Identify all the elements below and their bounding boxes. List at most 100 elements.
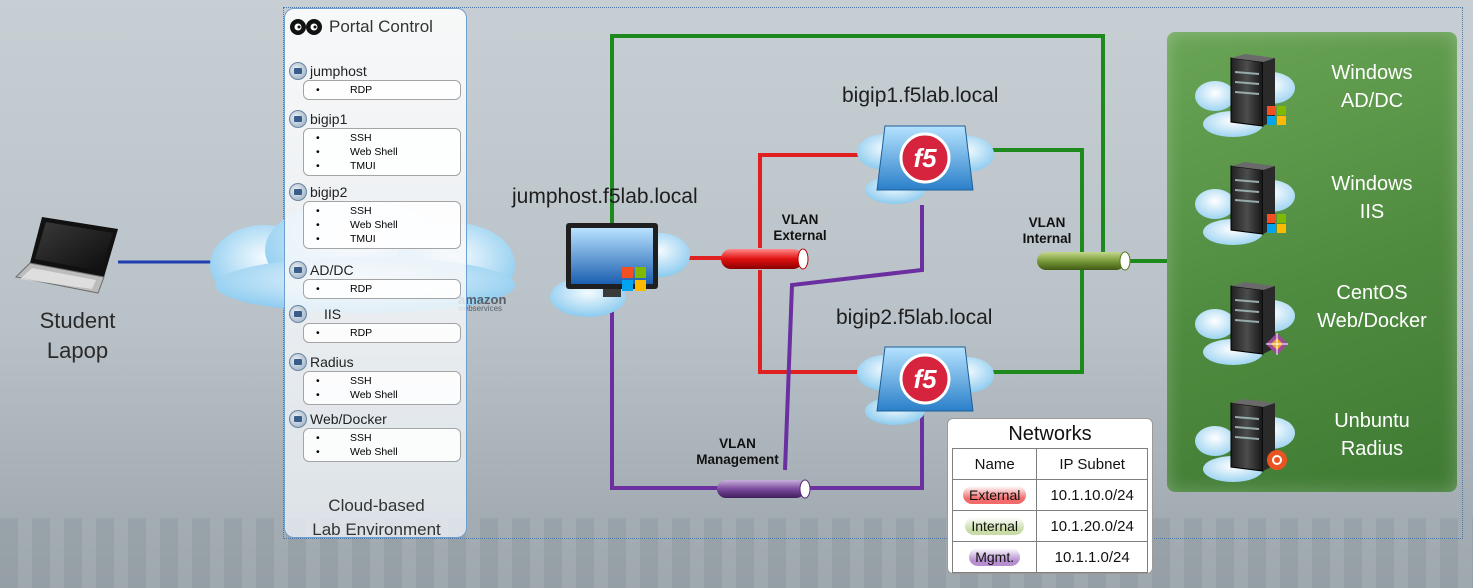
vlan-external-cylinder-icon xyxy=(721,248,809,270)
server-label-line1: CentOS xyxy=(1336,282,1408,304)
portal-service-label: RDP xyxy=(350,84,373,96)
bigip1-f5-icon[interactable]: f5 xyxy=(855,112,995,207)
host-computer-icon xyxy=(289,183,307,201)
portal-service-item[interactable]: •SSH xyxy=(304,131,460,145)
bigip2-f5-mark: f5 xyxy=(913,364,937,394)
portal-service-item[interactable]: • RDP xyxy=(304,83,460,97)
portal-service-label: Web Shell xyxy=(350,446,398,458)
portal-host-header[interactable]: IIS xyxy=(289,305,464,323)
host-computer-icon xyxy=(289,261,307,279)
portal-host-header[interactable]: Web/Docker xyxy=(289,410,464,428)
portal-host-4[interactable]: IIS •RDP xyxy=(289,305,464,343)
portal-service-list: • RDP xyxy=(303,80,461,100)
portal-host-6[interactable]: Web/Docker •SSH• Web Shell xyxy=(289,410,464,462)
link-external-bigips xyxy=(758,153,862,374)
portal-service-label: Web Shell xyxy=(350,389,398,401)
portal-host-name: bigip1 xyxy=(310,111,348,127)
bigip2-label: bigip2.f5lab.local xyxy=(836,306,993,329)
bullet: • xyxy=(316,432,320,444)
bigip1-label: bigip1.f5lab.local xyxy=(842,84,999,107)
bullet: • xyxy=(316,205,320,217)
portal-host-name: AD/DC xyxy=(310,262,354,278)
portal-footer: Cloud-based Lab Environment xyxy=(285,494,468,542)
link-jumphost-internal-green xyxy=(610,34,1105,255)
portal-service-item[interactable]: •SSH xyxy=(304,204,460,218)
centos-logo-icon xyxy=(1266,333,1288,355)
network-subnet-cell: 10.1.10.0/24 xyxy=(1036,479,1148,511)
portal-service-label: SSH xyxy=(350,375,372,387)
aws-logo: amazon webservices xyxy=(458,292,506,313)
portal-host-3[interactable]: AD/DC •RDP xyxy=(289,261,464,299)
windows-logo-icon xyxy=(1267,106,1286,125)
portal-host-1[interactable]: bigip1•SSH•Web Shell•TMUI xyxy=(289,110,464,176)
host-computer-icon xyxy=(289,305,307,323)
portal-service-item[interactable]: • Web Shell xyxy=(304,145,460,159)
bullet: • xyxy=(316,146,320,158)
vlan-management-label: VLAN Management xyxy=(690,436,785,468)
bullet: • xyxy=(316,446,320,458)
portal-service-item[interactable]: •SSH xyxy=(304,431,460,445)
host-computer-icon xyxy=(289,353,307,371)
portal-service-item[interactable]: •RDP xyxy=(304,326,460,340)
portal-service-item[interactable]: •RDP xyxy=(304,282,460,296)
student-line2: Lapop xyxy=(46,338,109,363)
background-rack-stripe xyxy=(0,518,1473,588)
portal-service-item[interactable]: • SSH xyxy=(304,374,460,388)
server-label-line2: AD/DC xyxy=(1340,90,1404,112)
portal-service-item[interactable]: •TMUI xyxy=(304,232,460,246)
host-computer-icon xyxy=(289,62,307,80)
networks-header-subnet: IP Subnet xyxy=(1036,448,1148,480)
portal-service-label: Web Shell xyxy=(350,146,398,158)
bullet: • xyxy=(316,84,320,96)
portal-service-item[interactable]: • Web Shell xyxy=(304,388,460,402)
server-label-line1: Unbuntu xyxy=(1334,410,1410,432)
bullet: • xyxy=(316,375,320,387)
portal-service-item[interactable]: • Web Shell xyxy=(304,445,460,459)
bullet: • xyxy=(316,389,320,401)
portal-host-0[interactable]: jumphost • RDP xyxy=(289,62,464,100)
portal-service-list: •SSH•Web Shell•TMUI xyxy=(303,201,461,249)
vlan-external-line1: VLAN xyxy=(781,212,819,227)
portal-service-label: RDP xyxy=(350,327,373,339)
networks-header-name: Name xyxy=(951,448,1038,480)
portal-host-header[interactable]: AD/DC xyxy=(289,261,464,279)
portal-service-item[interactable]: •Web Shell xyxy=(304,218,460,232)
server-label-line2: Radius xyxy=(1340,438,1404,460)
portal-service-list: •RDP xyxy=(303,323,461,343)
vlan-external-label: VLAN External xyxy=(760,212,840,244)
server-3-icon[interactable] xyxy=(1193,397,1303,483)
portal-host-header[interactable]: jumphost xyxy=(289,62,464,80)
network-subnet-cell: 10.1.1.0/24 xyxy=(1036,541,1148,573)
link-management xyxy=(610,205,924,490)
portal-host-header[interactable]: bigip2 xyxy=(289,183,464,201)
host-computer-icon xyxy=(289,410,307,428)
portal-host-2[interactable]: bigip2•SSH•Web Shell•TMUI xyxy=(289,183,464,249)
vlan-internal-line2: Internal xyxy=(1022,231,1072,246)
portal-host-name: bigip2 xyxy=(310,184,348,200)
bigip2-f5-icon[interactable]: f5 xyxy=(855,333,995,428)
network-name-pill: Internal xyxy=(965,517,1025,535)
portal-host-header[interactable]: Radius xyxy=(289,353,464,371)
jumphost-label: jumphost.f5lab.local xyxy=(512,185,698,208)
bullet: • xyxy=(316,283,320,295)
portal-host-name: IIS xyxy=(324,306,342,322)
portal-host-5[interactable]: Radius • SSH • Web Shell xyxy=(289,353,464,405)
jumphost-icon[interactable] xyxy=(548,215,693,320)
server-1-icon[interactable] xyxy=(1193,160,1303,246)
server-2-icon[interactable] xyxy=(1193,280,1303,366)
portal-service-item[interactable]: •TMUI xyxy=(304,159,460,173)
bullet: • xyxy=(316,160,320,172)
portal-host-header[interactable]: bigip1 xyxy=(289,110,464,128)
server-0-icon[interactable] xyxy=(1193,52,1303,138)
portal-service-label: TMUI xyxy=(350,233,376,245)
portal-host-name: jumphost xyxy=(310,63,367,79)
vlan-management-cylinder-icon xyxy=(717,479,811,499)
